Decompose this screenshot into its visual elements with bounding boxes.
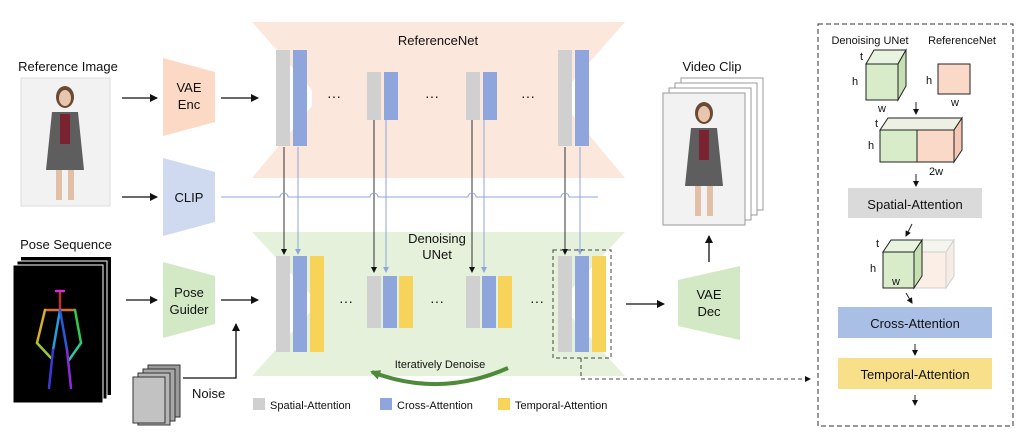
refnet-block-3 <box>466 72 497 120</box>
unet-title-line2: UNet <box>422 247 452 262</box>
legend-swatch-spatial <box>253 398 265 410</box>
pose-sequence-stack <box>12 257 111 404</box>
refnet-block-2 <box>367 72 398 120</box>
dim-w-ref: w <box>950 97 959 109</box>
cross-attention-box <box>838 307 992 338</box>
pose-guider-line2: Guider <box>169 302 209 317</box>
vae-decoder: VAE Dec <box>678 266 740 340</box>
unet-ellipsis-2: ··· <box>430 293 444 309</box>
iteratively-denoise-label: Iteratively Denoise <box>395 359 486 371</box>
temporal-attention-label: Temporal-Attention <box>860 367 969 382</box>
dim-t-top: t <box>860 51 863 63</box>
refnet-feature-square <box>937 63 971 95</box>
clip-embedding-line <box>221 192 598 198</box>
arrow-detail-4 <box>905 292 913 304</box>
dim-w-split: w <box>891 276 900 288</box>
legend-label-temporal: Temporal-Attention <box>515 400 607 412</box>
temporal-attention-box <box>838 358 992 389</box>
detail-panel <box>817 23 1014 427</box>
dim-h-concat: h <box>868 140 874 152</box>
unet-block-4 <box>552 249 612 359</box>
dim-t-concat: t <box>875 118 878 130</box>
refnet-block-1 <box>276 50 307 146</box>
vae-encoder: VAE Enc <box>163 58 215 136</box>
dim-h-split: h <box>870 263 876 275</box>
refnet-ellipsis-3: ··· <box>521 88 535 104</box>
reference-image <box>20 77 111 207</box>
spatial-attention-label: Spatial-Attention <box>867 197 962 212</box>
iteratively-denoise-arrow <box>370 366 509 386</box>
legend: Spatial-Attention Cross-Attention Tempor… <box>253 398 607 412</box>
unet-block-2 <box>367 276 413 328</box>
detail-connector <box>580 358 811 382</box>
refnet-ellipsis-2: ··· <box>425 88 439 104</box>
refnet-ellipsis-1: ··· <box>327 88 341 104</box>
unet-block-1 <box>276 256 324 352</box>
dim-2w-concat: 2w <box>929 166 943 178</box>
noise-stack <box>132 364 181 426</box>
cross-attention-label: Cross-Attention <box>870 316 960 331</box>
clip-encoder: CLIP <box>163 158 215 236</box>
video-clip-label: Video Clip <box>682 59 741 74</box>
concatenated-feature-cube <box>879 116 963 164</box>
legend-label-cross: Cross-Attention <box>397 400 473 412</box>
dim-h-ref: h <box>926 75 932 87</box>
unet-feature-cube <box>865 48 907 102</box>
vae-dec-line1: VAE <box>696 287 721 302</box>
detail-refnet-label: ReferenceNet <box>928 35 996 47</box>
unet-block-3 <box>466 276 512 328</box>
dim-t-split: t <box>876 238 879 250</box>
legend-label-spatial: Spatial-Attention <box>270 400 351 412</box>
pose-guider-line1: Pose <box>174 285 204 300</box>
split-feature-cube <box>882 238 955 290</box>
clip-label: CLIP <box>175 190 204 205</box>
video-clip-stack <box>662 77 764 226</box>
dim-w-top: w <box>877 103 886 115</box>
unet-background <box>252 232 625 376</box>
legend-swatch-temporal <box>498 398 510 410</box>
reference-image-label: Reference Image <box>18 59 118 74</box>
legend-swatch-cross <box>380 398 392 410</box>
referencenet-background <box>252 22 625 178</box>
spatial-attention-box <box>848 188 982 218</box>
unet-ellipsis-3: ··· <box>530 293 544 309</box>
arrow-detail-3 <box>905 223 913 237</box>
dim-h-top: h <box>852 76 858 88</box>
vae-enc-line2: Enc <box>178 97 201 112</box>
pose-sequence-label: Pose Sequence <box>20 237 112 252</box>
arrow-noise-to-unet <box>183 323 240 379</box>
noise-label: Noise <box>192 386 225 401</box>
vae-dec-line2: Dec <box>697 304 721 319</box>
referencenet-title: ReferenceNet <box>398 33 479 48</box>
refnet-block-4 <box>558 50 589 146</box>
unet-ellipsis-1: ··· <box>339 293 353 309</box>
unet-title-line1: Denoising <box>408 231 466 246</box>
detail-unet-label: Denoising UNet <box>831 35 908 47</box>
pose-guider: Pose Guider <box>163 262 215 338</box>
vae-enc-line1: VAE <box>176 80 201 95</box>
